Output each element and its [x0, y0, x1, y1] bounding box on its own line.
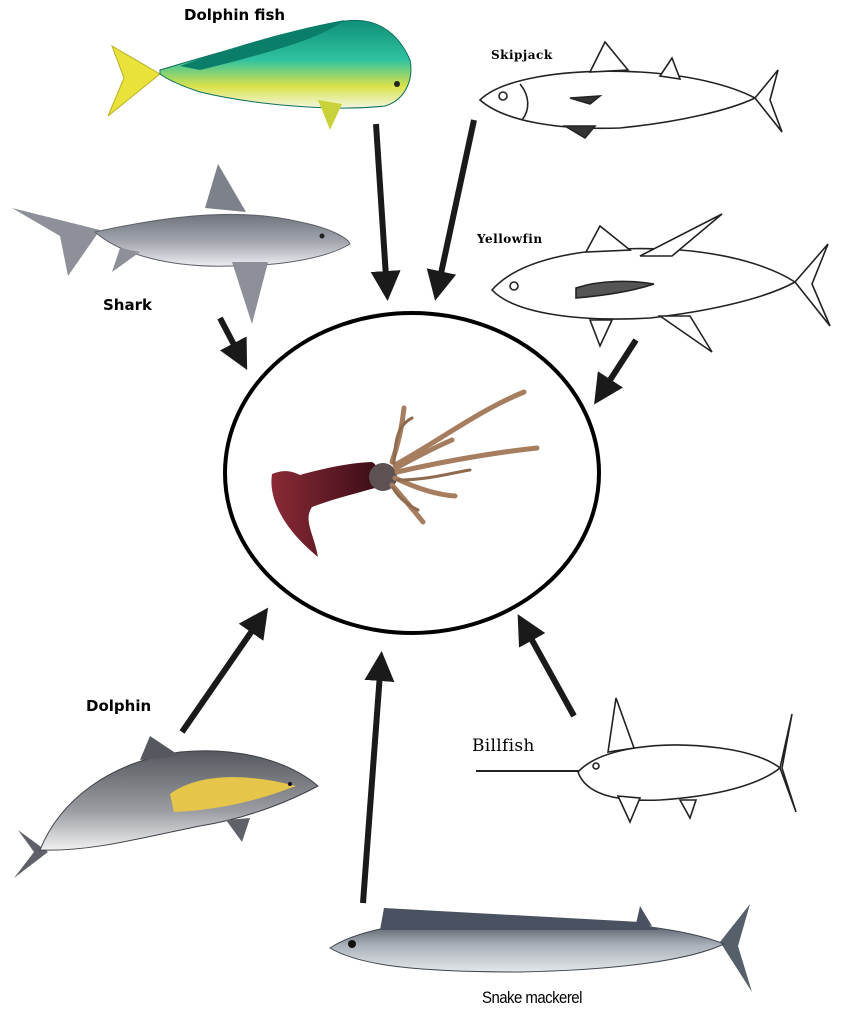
- skipjack-label: Skipjack: [491, 48, 553, 62]
- dolphin-label: Dolphin: [86, 697, 151, 715]
- arrow-skipjack: [437, 120, 474, 292]
- arrow-dolphin-fish: [376, 124, 387, 292]
- billfish-label: Billfish: [472, 736, 535, 756]
- arrow-yellowfin: [599, 340, 636, 397]
- arrow-shark: [220, 318, 243, 362]
- shark-label: Shark: [103, 296, 152, 314]
- snake-mackerel-illustration: [330, 904, 752, 992]
- arrow-snake-mackerel: [363, 660, 381, 903]
- dolphin-fish-illustration: [108, 20, 411, 130]
- billfish-illustration: [476, 698, 796, 822]
- arrow-billfish: [522, 622, 574, 716]
- squid-illustration: [271, 392, 537, 557]
- shark-illustration: [12, 164, 350, 324]
- arrow-dolphin: [182, 615, 263, 732]
- dolphin-illustration: [14, 736, 318, 878]
- snake-mackerel-label: Snake mackerel: [482, 988, 582, 1008]
- dolphin-fish-label: Dolphin fish: [184, 6, 285, 24]
- yellowfin-label: Yellowfin: [477, 232, 543, 246]
